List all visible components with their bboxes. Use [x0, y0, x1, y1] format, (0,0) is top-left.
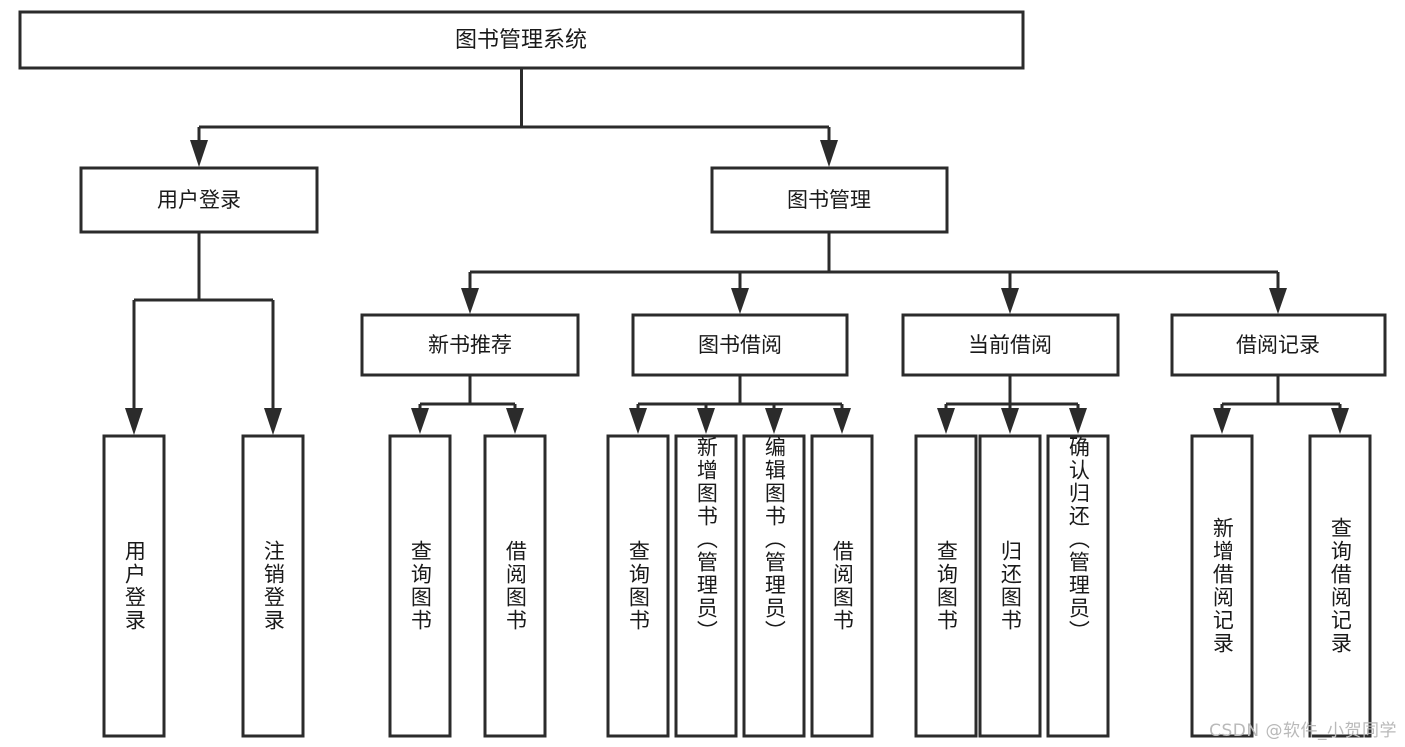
node-book-management[interactable]: 图书管理: [710, 166, 949, 234]
node-current-borrow-label: 当前借阅: [968, 333, 1052, 357]
node-root[interactable]: 图书管理系统: [18, 10, 1025, 70]
leaf-box-book-borrow-0[interactable]: [606, 434, 670, 738]
node-current-borrow[interactable]: 当前借阅: [901, 313, 1120, 377]
connector-group-root-to-level2: [190, 68, 838, 167]
leaf-box-borrow-record-0[interactable]: [1190, 434, 1254, 738]
node-user-login-label: 用户登录: [157, 188, 241, 212]
connector-group-newbook-to-leaves: [411, 375, 524, 434]
node-borrow-record[interactable]: 借阅记录: [1170, 313, 1387, 377]
node-borrow-record-label: 借阅记录: [1236, 333, 1320, 357]
leaf-box-user-login-1[interactable]: [241, 434, 305, 738]
leaf-box-borrow-record-1[interactable]: [1308, 434, 1372, 738]
leaf-boxes-book-borrow: [606, 434, 874, 738]
leaf-box-current-borrow-1[interactable]: [978, 434, 1042, 738]
node-book-management-label: 图书管理: [787, 188, 871, 212]
node-new-book-recommend[interactable]: 新书推荐: [360, 313, 580, 377]
node-book-borrow[interactable]: 图书借阅: [631, 313, 849, 377]
node-new-book-recommend-label: 新书推荐: [428, 333, 512, 357]
leaf-box-new-book-1[interactable]: [483, 434, 547, 738]
leaf-box-new-book-0[interactable]: [388, 434, 452, 738]
node-book-borrow-label: 图书借阅: [698, 333, 782, 357]
leaf-box-book-borrow-1[interactable]: [674, 434, 738, 738]
leaf-box-user-login-0[interactable]: [102, 434, 166, 738]
leaf-box-current-borrow-0[interactable]: [914, 434, 978, 738]
csdn-watermark: CSDN @软件_小贺同学: [1209, 721, 1397, 741]
connector-group-currentborrow-to-leaves: [937, 375, 1087, 434]
leaf-boxes-user-login: [102, 434, 305, 738]
node-user-login[interactable]: 用户登录: [79, 166, 319, 234]
leaf-boxes-borrow-record: [1190, 434, 1372, 738]
connector-group-bookborrow-to-leaves: [629, 375, 851, 434]
connector-group-userlogin-to-leaves: [125, 232, 282, 435]
leaf-boxes-current-borrow: [914, 434, 1110, 738]
connector-group-bookmgmt-to-level3: [461, 232, 1287, 314]
leaf-box-current-borrow-2[interactable]: [1046, 434, 1110, 738]
node-root-label: 图书管理系统: [455, 28, 587, 53]
leaf-boxes-new-book-recommend: [388, 434, 547, 738]
connector-group-borrowrecord-to-leaves: [1213, 375, 1349, 434]
leaf-box-book-borrow-2[interactable]: [742, 434, 806, 738]
leaf-box-book-borrow-3[interactable]: [810, 434, 874, 738]
